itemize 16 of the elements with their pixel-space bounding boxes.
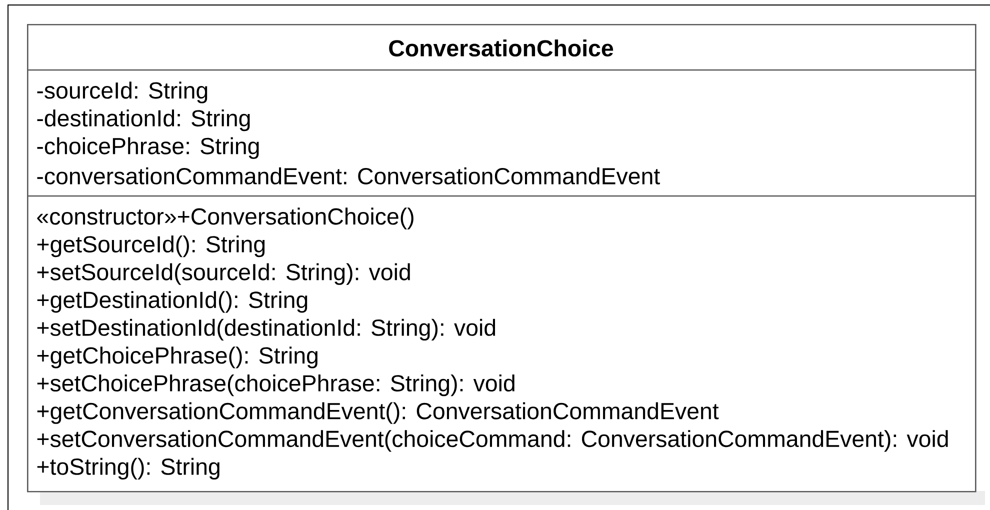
operation-list: «constructor»+ConversationChoice() +getSourceId(): String +setSourceId(sourceId: String): void +getDestinationId(): String +setDestinationId(destinationId: String): void +getChoicePhrase(): String +setChoicePhrase(choicePhrase: String): void +getConversationCommandEvent(): ConversationCommandEvent +setConversationCommandEvent(choiceCommand: ConversationCommandEvent): void +toString(): String	[37, 208, 948, 480]
node-label: +setChoicePhrase(choicePhrase: String): void	[37, 374, 514, 396]
node-label: +getChoicePhrase(): String	[37, 346, 318, 368]
node-label: +setDestinationId(destinationId: String): void	[37, 318, 496, 341]
node-label: -choicePhrase: String	[37, 137, 259, 159]
node-label: -conversationCommandEvent: ConversationCommandEvent	[37, 167, 660, 184]
node-label: +setSourceId(sourceId: String): void	[37, 263, 410, 285]
attribute-list: -sourceId: String -destinationId: String -choicePhrase: String -conversationCommandEvent: ConversationCommandEvent	[37, 82, 660, 184]
node-label: +toString(): String	[37, 458, 220, 480]
node-label: +setConversationCommandEvent(choiceCommand: ConversationCommandEvent): void	[37, 430, 948, 452]
node-label: +getConversationCommandEvent(): ConversationCommandEvent	[37, 402, 719, 424]
node-label: -destinationId: String	[37, 109, 250, 132]
node-label: +getDestinationId(): String	[37, 291, 308, 313]
node-label: -sourceId: String	[37, 82, 208, 104]
node-label: «constructor»+ConversationChoice()	[37, 208, 414, 230]
node-label: +getSourceId(): String	[37, 235, 265, 258]
